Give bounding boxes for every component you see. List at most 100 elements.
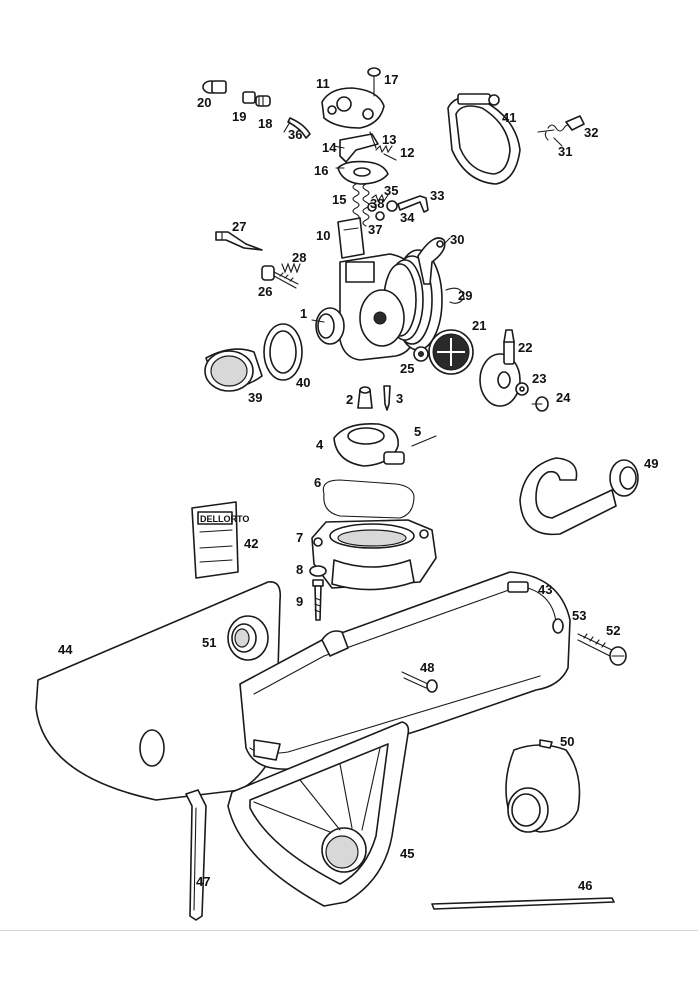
callout-19: 19 bbox=[232, 109, 246, 124]
callout-29: 29 bbox=[458, 288, 472, 303]
callout-34: 34 bbox=[400, 210, 415, 225]
callout-21: 21 bbox=[472, 318, 486, 333]
callout-9: 9 bbox=[296, 594, 303, 609]
part-51-grommet bbox=[227, 615, 269, 661]
part-19-nut bbox=[242, 91, 256, 104]
part-16-plate bbox=[337, 160, 389, 185]
part-11-top-cap bbox=[321, 87, 385, 129]
part-49-intake-tube bbox=[519, 457, 639, 536]
callout-30: 30 bbox=[450, 232, 464, 247]
callout-6: 6 bbox=[314, 475, 321, 490]
callout-7: 7 bbox=[296, 530, 303, 545]
callout-20: 20 bbox=[197, 95, 211, 110]
callout-25: 25 bbox=[400, 361, 414, 376]
part-33-lever bbox=[397, 195, 429, 213]
callout-10: 10 bbox=[316, 228, 330, 243]
part-3-needle bbox=[383, 385, 391, 411]
callout-17: 17 bbox=[384, 72, 398, 87]
part-48-screw bbox=[401, 671, 438, 693]
part-41-hose-clamp bbox=[447, 93, 521, 185]
part-34-nut bbox=[386, 200, 398, 212]
part-5-pin bbox=[411, 435, 437, 447]
callout-37: 37 bbox=[368, 222, 382, 237]
part-20-fitting bbox=[202, 80, 227, 94]
part-42-label: DELLORTO bbox=[191, 501, 249, 579]
callout-labels: 20 19 18 36 11 17 13 12 14 16 35 15 38 3… bbox=[58, 72, 658, 893]
part-14-lever bbox=[339, 133, 379, 163]
callout-2: 2 bbox=[346, 392, 353, 407]
callout-12: 12 bbox=[400, 145, 414, 160]
callout-28: 28 bbox=[292, 250, 306, 265]
callout-43: 43 bbox=[538, 582, 552, 597]
part-28-spring bbox=[281, 262, 301, 274]
callout-32: 32 bbox=[584, 125, 598, 140]
part-39-sleeve bbox=[204, 348, 263, 392]
part-10-slide bbox=[337, 217, 365, 259]
callout-36: 36 bbox=[288, 127, 302, 142]
part-32-screw bbox=[565, 115, 585, 131]
part-24-screw bbox=[531, 396, 549, 412]
part-6-gasket bbox=[322, 479, 415, 519]
callout-31: 31 bbox=[558, 144, 572, 159]
callout-47: 47 bbox=[196, 874, 210, 889]
callout-44: 44 bbox=[58, 642, 73, 657]
part-46-rod bbox=[431, 897, 615, 910]
part-22-fuel-inlet-cover bbox=[479, 329, 521, 407]
callout-48: 48 bbox=[420, 660, 434, 675]
callout-52: 52 bbox=[606, 623, 620, 638]
callout-14: 14 bbox=[322, 140, 337, 155]
part-29-clip bbox=[445, 287, 465, 304]
part-50-intake-cone bbox=[505, 739, 581, 833]
callout-27: 27 bbox=[232, 219, 246, 234]
part-31-spring bbox=[544, 124, 573, 141]
part-1-carburettor-body bbox=[315, 249, 443, 361]
callout-35: 35 bbox=[384, 183, 398, 198]
part-35-spring bbox=[371, 193, 389, 203]
part-40-gasket bbox=[263, 323, 303, 381]
callout-49: 49 bbox=[644, 456, 658, 471]
part-26-screw bbox=[261, 265, 299, 289]
part-52-bolt bbox=[577, 633, 627, 666]
part-27-screw bbox=[215, 231, 263, 251]
part-21-filter-screen bbox=[428, 329, 474, 375]
callout-41: 41 bbox=[502, 110, 516, 125]
part-43-airbox bbox=[239, 571, 571, 770]
part-23-washer bbox=[515, 382, 529, 396]
part-38-washer bbox=[367, 202, 377, 212]
callout-1: 1 bbox=[300, 306, 307, 321]
callout-23: 23 bbox=[532, 371, 546, 386]
callout-4: 4 bbox=[316, 437, 324, 452]
callout-51: 51 bbox=[202, 635, 216, 650]
callout-8: 8 bbox=[296, 562, 303, 577]
part-37-washer bbox=[375, 211, 385, 221]
callout-5: 5 bbox=[414, 424, 421, 439]
callout-18: 18 bbox=[258, 116, 272, 131]
callout-15: 15 bbox=[332, 192, 346, 207]
part-2-jet bbox=[357, 386, 373, 409]
callout-11: 11 bbox=[316, 76, 330, 91]
callout-26: 26 bbox=[258, 284, 272, 299]
callout-38: 38 bbox=[370, 196, 384, 211]
callout-50: 50 bbox=[560, 734, 574, 749]
callout-16: 16 bbox=[314, 163, 328, 178]
part-53-hole bbox=[552, 618, 564, 634]
part-36-hose bbox=[287, 117, 311, 139]
part-45-filter-frame bbox=[227, 721, 410, 907]
part-30-bracket bbox=[417, 237, 446, 285]
callout-3: 3 bbox=[396, 391, 403, 406]
part-47-strap bbox=[185, 789, 207, 921]
part-13-spring bbox=[375, 144, 393, 154]
part-25-nut bbox=[413, 346, 429, 362]
callout-40: 40 bbox=[296, 375, 310, 390]
callout-22: 22 bbox=[518, 340, 532, 355]
brand-label: DELLORTO bbox=[200, 514, 249, 524]
callout-45: 45 bbox=[400, 846, 414, 861]
part-9-bolt bbox=[312, 579, 324, 621]
callout-33: 33 bbox=[430, 188, 444, 203]
part-4-float bbox=[333, 422, 405, 467]
part-8-washer bbox=[309, 565, 327, 577]
callout-46: 46 bbox=[578, 878, 592, 893]
callout-13: 13 bbox=[382, 132, 396, 147]
callout-39: 39 bbox=[248, 390, 262, 405]
